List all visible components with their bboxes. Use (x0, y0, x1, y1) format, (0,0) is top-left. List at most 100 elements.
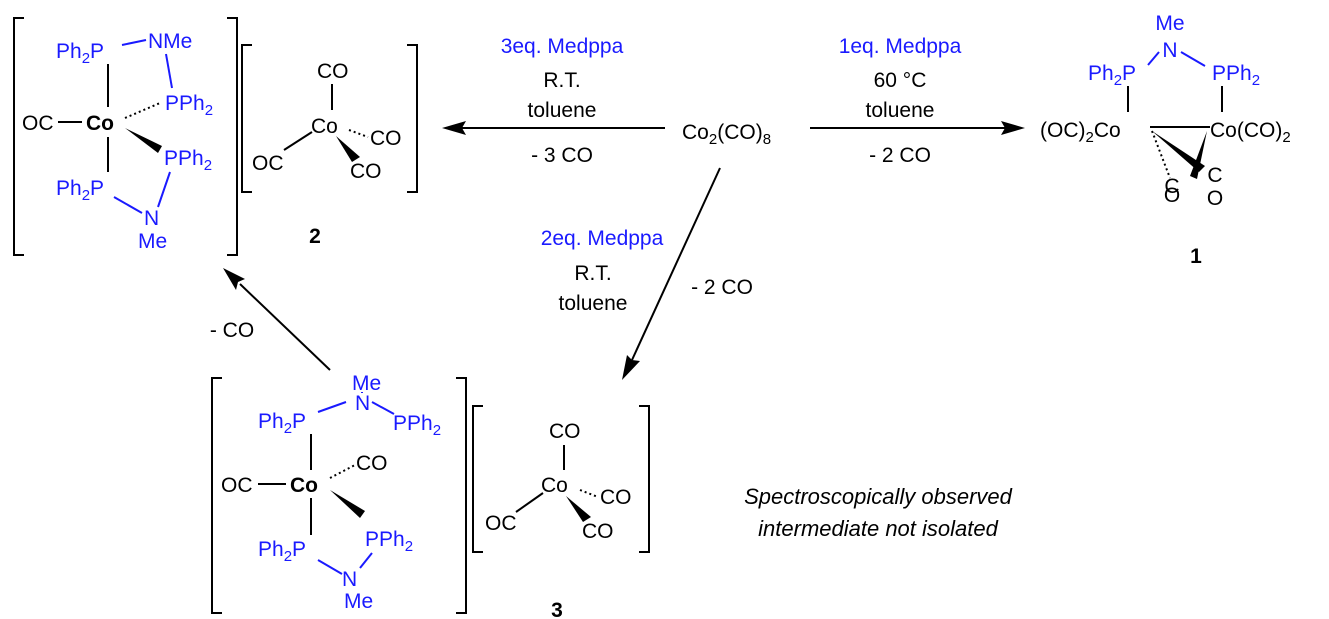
c3-pph2-bot: PPh (365, 528, 405, 551)
c1-bond-p-n (1147, 51, 1160, 66)
c3-n: N (355, 392, 370, 415)
svg-text:PPh2: PPh2 (164, 147, 212, 174)
c3-anion-oc: OC (485, 512, 517, 535)
c2-nme-top: NMe (148, 30, 192, 53)
c3-oc: OC (221, 474, 253, 497)
c2-anion-co-bot: CO (350, 160, 382, 183)
c1-pph2-sub: 2 (1252, 72, 1260, 89)
c2-anion-hash (348, 129, 369, 138)
arrow-right-loss: - 2 CO (869, 144, 931, 167)
c3-ph2p-top-sub: 2 (284, 420, 292, 437)
intermediate-note: Spectroscopically observed intermediate … (744, 484, 1013, 541)
svg-text:Co2(CO)8: Co2(CO)8 (682, 121, 771, 148)
c2-co: Co (86, 112, 114, 135)
c3-wedge-bond (330, 490, 365, 518)
svg-text:PPh2: PPh2 (1212, 62, 1260, 89)
arrow-right-reagent: 1eq. Medppa (839, 35, 962, 58)
c2-pph2-top: PPh (165, 92, 205, 115)
arrow-to-compound-2: 3eq. Medppa R.T. toluene - 3 CO (442, 35, 665, 167)
c2-anion-bracket-right (407, 44, 418, 193)
svg-text:Ph2P: Ph2P (56, 40, 104, 67)
c3-bond-p-n-bot (317, 559, 343, 575)
c3-pph2-top-sub: 2 (433, 422, 441, 439)
starting-material-co2co8: Co2(CO)8 (682, 121, 771, 148)
arrow-left-head (442, 121, 466, 135)
compound-3-number: 3 (551, 599, 563, 619)
note-line-2: intermediate not isolated (758, 516, 998, 541)
c2-hash-bond (124, 102, 161, 119)
c3-anion-co-bot: CO (582, 520, 614, 543)
c2-anion-co-top: CO (317, 60, 349, 83)
c2-ph2p-bot-sub: 2 (82, 187, 90, 204)
arrow-3-to-2: - CO (210, 268, 331, 371)
c1-c1: C (1164, 175, 1179, 198)
c1-bridge-wedge (1190, 131, 1207, 179)
c3-ph2p-bot-p: P (292, 538, 306, 561)
c3-anion-wedge (566, 496, 591, 522)
compound-2: Ph2P NMe PPh2 OC Co PPh2 Ph2P N Me CO Co… (13, 17, 418, 256)
c1-me: Me (1155, 12, 1184, 35)
c2-bond-p-n-top (121, 39, 147, 46)
compound-3: Me N Ph2P PPh2 OC Co CO PPh2 Ph2P N Me C… (211, 372, 650, 619)
arrow-up-loss: - CO (210, 319, 254, 342)
c2-bracket-right (227, 17, 238, 256)
c1-left-sub: 2 (1086, 129, 1094, 146)
svg-text:PPh2: PPh2 (365, 528, 413, 555)
c1-bridge-wedge2 (1152, 131, 1205, 172)
c3-bond-p-n-top (317, 401, 347, 413)
c3-pph2-top: PPh (393, 412, 433, 435)
c2-me-bot: Me (138, 230, 167, 253)
arrow-down-cond2: toluene (559, 292, 628, 315)
c3-ph2p-top-ph: Ph (258, 410, 284, 433)
c3-bracket-right (456, 377, 467, 614)
c1-bridge-c1-hash (1151, 130, 1171, 179)
c1-right-co: Co(CO) (1210, 119, 1282, 142)
c2-bond-n-p-top (165, 53, 173, 89)
c3-bracket-left (211, 377, 222, 614)
arrow-left-cond1: R.T. (543, 69, 580, 92)
note-line-1: Spectroscopically observed (744, 484, 1013, 509)
c2-anion-bracket-left (241, 44, 252, 193)
arrow-left-cond2: toluene (528, 99, 597, 122)
arrow-down-loss: - 2 CO (691, 276, 753, 299)
c2-pph2-bot: PPh (164, 147, 204, 170)
c2-anion-wedge (336, 136, 360, 162)
c3-anion-bracket-right (639, 405, 650, 553)
c1-n: N (1162, 39, 1177, 62)
c1-ph2p-p: P (1122, 62, 1136, 85)
c2-anion-oc: OC (252, 152, 284, 175)
c2-pph2-bot-sub: 2 (204, 157, 212, 174)
start-co: Co (682, 121, 709, 144)
c3-bond-n-p-bot (359, 552, 373, 569)
c2-bond-p-n-bot (113, 196, 143, 214)
c1-ph2p-ph: Ph (1088, 62, 1114, 85)
c1-bond-n-p (1180, 51, 1206, 67)
c2-anion-co: Co (311, 115, 338, 138)
compound-1-number: 1 (1190, 245, 1202, 268)
c1-left-oc: (OC) (1040, 119, 1086, 142)
c3-pph2-bot-sub: 2 (405, 538, 413, 555)
compound-1: Me N Ph2P PPh2 (OC)2Co Co(CO)2 C O C O 1 (1040, 12, 1291, 268)
arrow-up-shaft (239, 283, 331, 371)
arrow-down-reagent: 2eq. Medppa (541, 227, 664, 250)
start-co-paren: (CO) (717, 121, 763, 144)
c2-ph2p-bot-p: P (90, 177, 104, 200)
c3-co-right: CO (356, 452, 388, 475)
c1-o1: O (1164, 184, 1180, 207)
c1-ph2p-sub: 2 (1114, 72, 1122, 89)
svg-text:Ph2P: Ph2P (1088, 62, 1136, 89)
c3-hash-bond (329, 464, 356, 479)
c2-oc: OC (22, 112, 54, 135)
c2-pph2-top-sub: 2 (205, 102, 213, 119)
c2-ph2p-top-ph: Ph (56, 40, 82, 63)
arrow-down-cond1: R.T. (574, 262, 611, 285)
compound-2-number: 2 (309, 225, 321, 248)
c3-bond-n-p-top (371, 401, 395, 415)
c2-n-bot: N (144, 207, 159, 230)
c2-bracket-left (13, 17, 24, 256)
start-sub8: 8 (763, 131, 771, 148)
c3-anion-co: Co (541, 474, 568, 497)
c3-anion-co-top: CO (549, 420, 581, 443)
c2-anion-bond-oc (283, 131, 313, 151)
arrow-up-head (223, 268, 245, 290)
